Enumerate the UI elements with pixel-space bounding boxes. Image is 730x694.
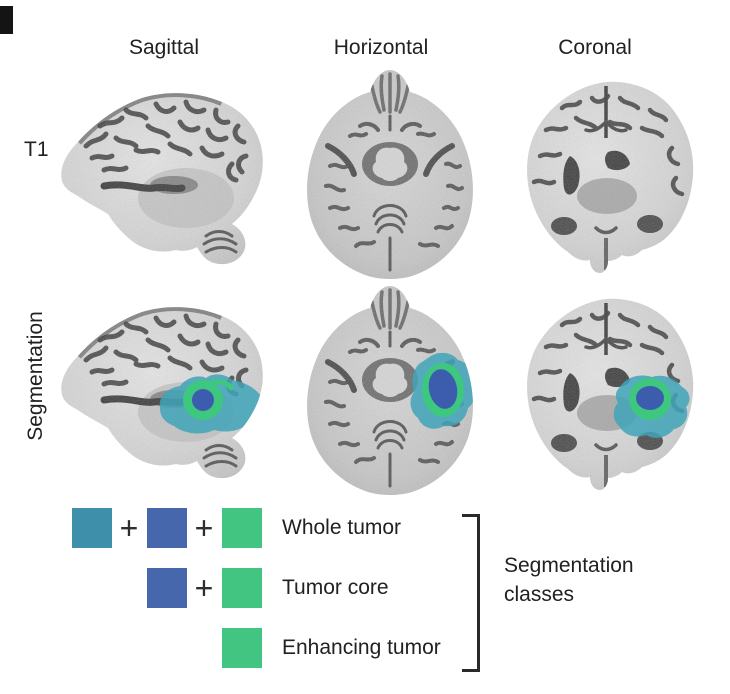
segmentation-classes-bracket [462,514,480,672]
edema-swatch [72,508,112,548]
whole-tumor-overlay-horizontal [410,353,473,429]
tumor-core-swatch [147,508,187,548]
column-header-sagittal: Sagittal [128,36,200,59]
plus-sign: + [194,570,214,606]
legend-label-tumor-core: Tumor core [282,576,389,599]
column-header-coronal: Coronal [558,36,632,59]
corner-crop-mark [0,6,13,34]
whole-tumor-overlay-coronal [613,375,690,438]
segmentation-classes-label: Segmentation classes [504,551,634,609]
segmentation-classes-line1: Segmentation [504,554,634,577]
legend-label-enhancing-tumor: Enhancing tumor [282,636,441,659]
row-label-t1: T1 [24,138,49,161]
tumor-core-swatch [147,568,187,608]
coronal-t1-brain-image [527,81,694,273]
sagittal-segmentation-brain-image [61,307,263,479]
sagittal-t1-brain-image [61,93,263,265]
coronal-segmentation-brain-image [527,298,694,490]
enhancing-swatch [222,568,262,608]
enhancing-swatch [222,508,262,548]
legend-label-whole-tumor: Whole tumor [282,516,402,539]
column-header-horizontal: Horizontal [333,36,429,59]
enhancing-swatch [222,628,262,668]
plus-sign: + [119,510,139,546]
horizontal-segmentation-brain-image [307,286,473,495]
horizontal-t1-brain-image [307,70,473,279]
plus-sign: + [194,510,214,546]
row-label-segmentation: Segmentation [24,311,47,441]
whole-tumor-overlay-sagittal [159,374,263,434]
segmentation-classes-line2: classes [504,583,575,606]
